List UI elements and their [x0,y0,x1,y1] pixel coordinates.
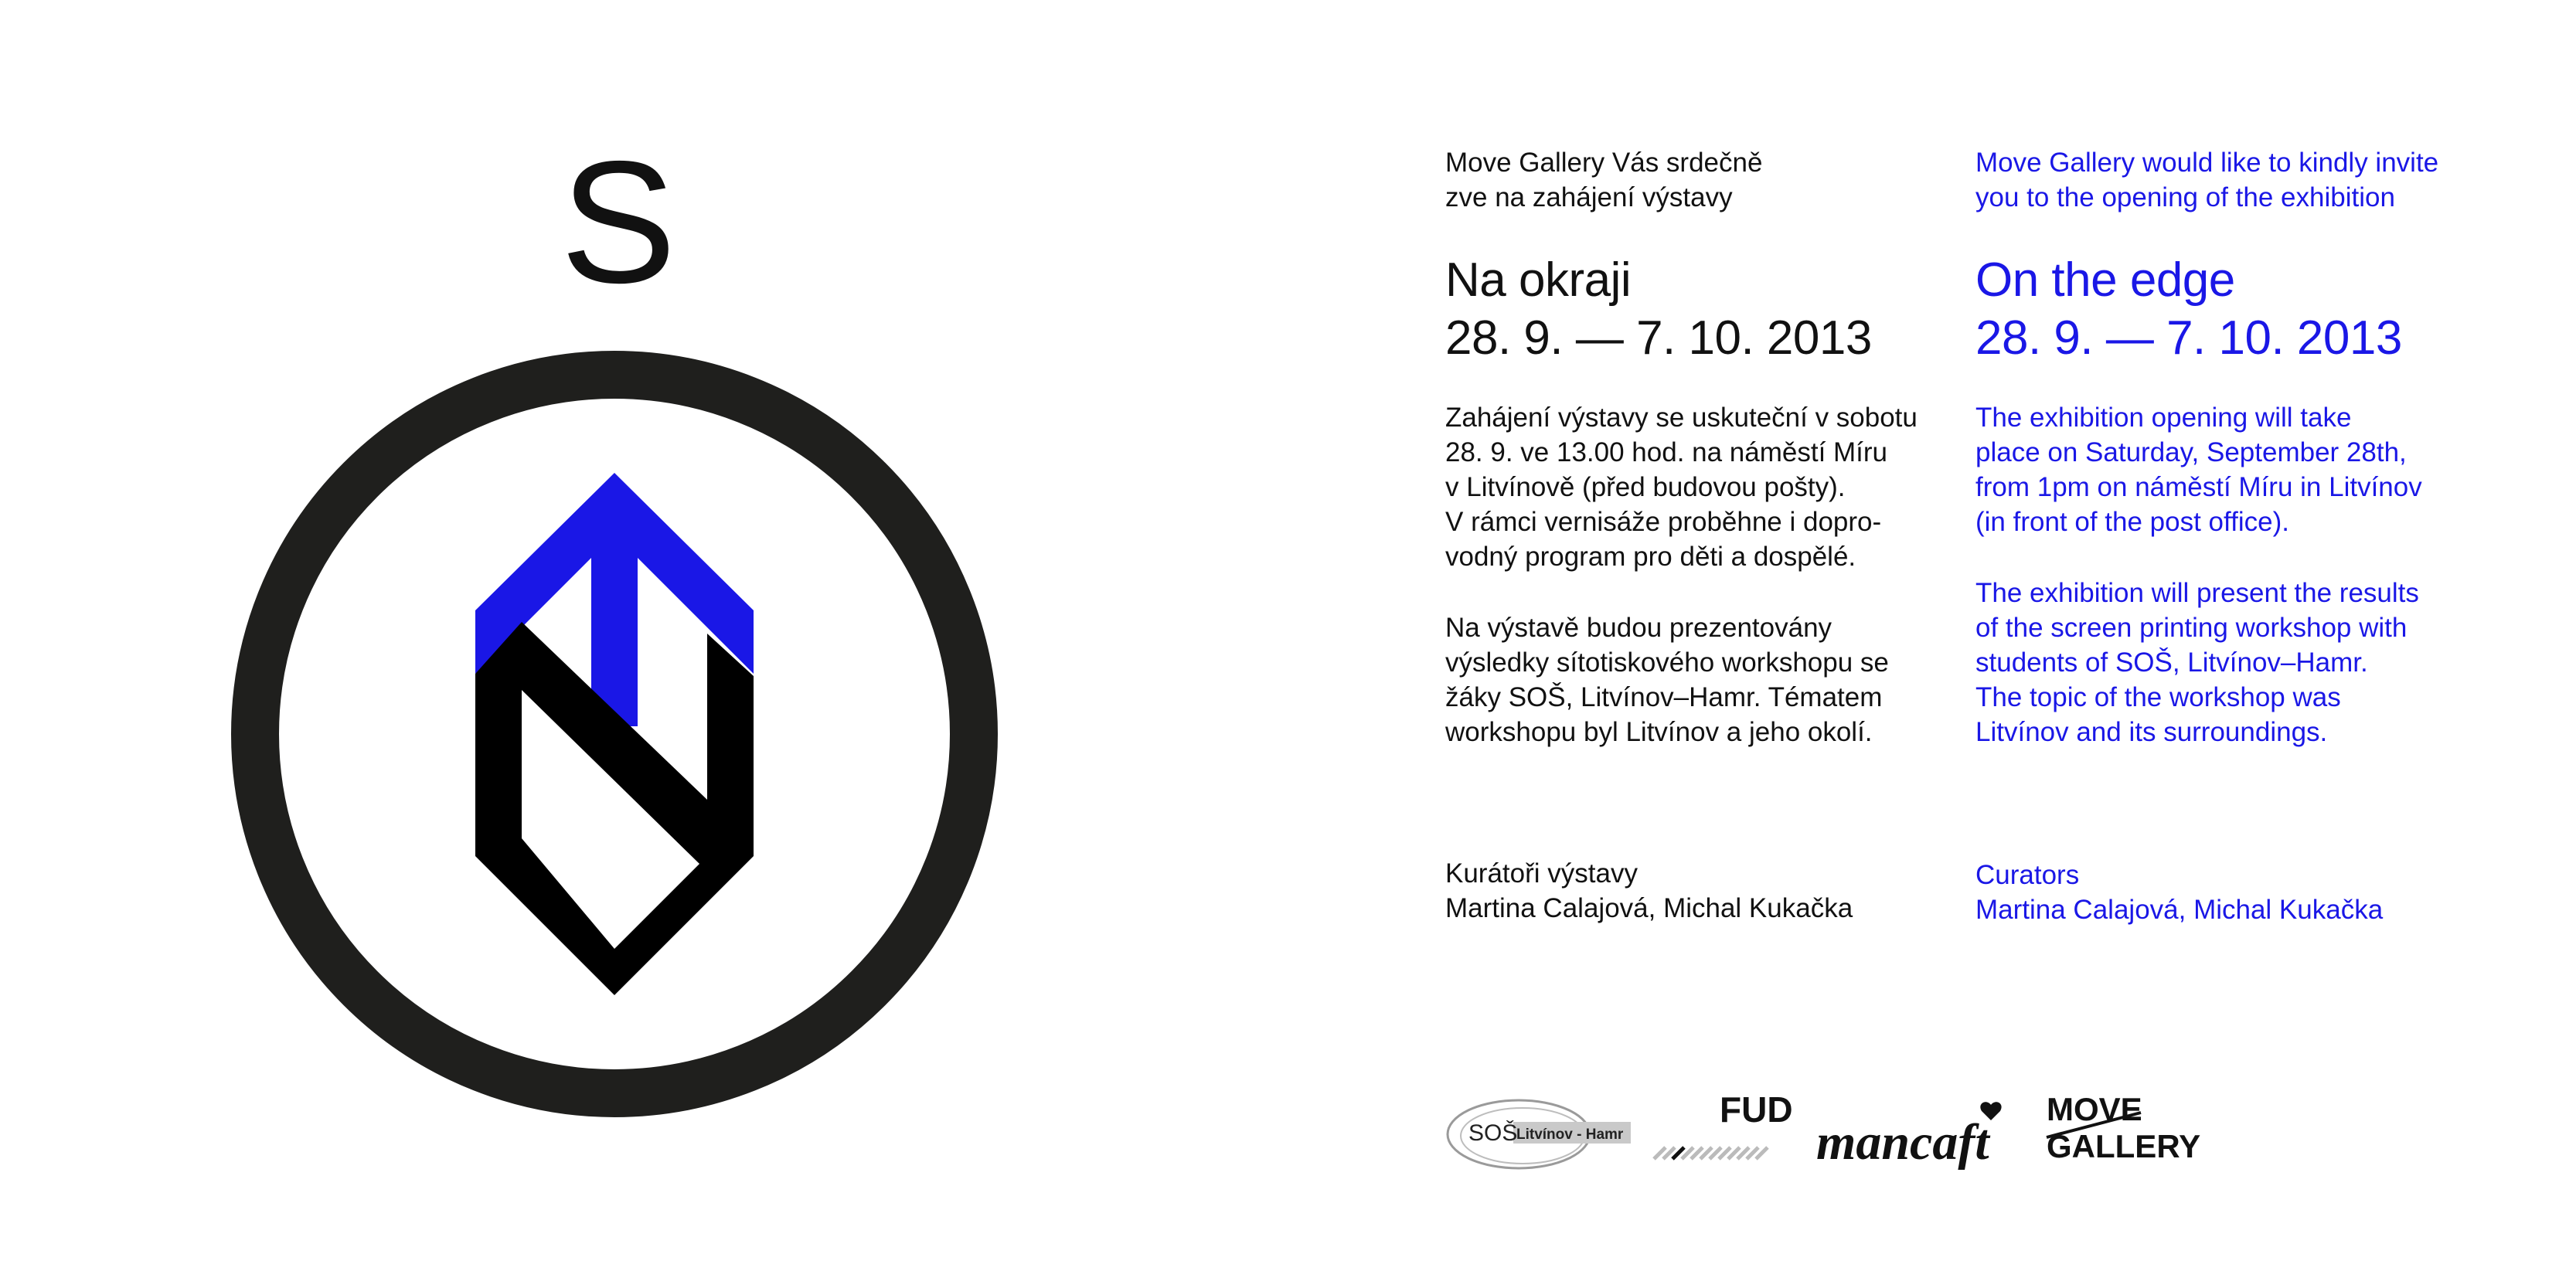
czech-intro-line-1: Move Gallery Vás srdečně [1445,148,1763,178]
czech-title-block: Na okraji 28. 9. — 7. 10. 2013 [1445,251,1948,367]
czech-dates: 28. 9. — 7. 10. 2013 [1445,311,1872,365]
czech-intro-line-2: zve na zahájení výstavy [1445,182,1733,212]
partner-logos: SOŠ Litvínov - Hamr FUD mancaft MOVE GAL… [1446,1089,2200,1171]
czech-curators: Kurátoři výstavy Martina Calajová, Micha… [1445,856,1948,926]
english-dates: 28. 9. — 7. 10. 2013 [1975,311,2402,365]
move-gallery-logo: MOVE GALLERY [2046,1091,2200,1164]
english-curators: Curators Martina Calajová, Michal Kukačk… [1975,858,2478,927]
mancaft-logo: mancaft [1816,1102,2002,1171]
fud-logo-text: FUD [1720,1089,1793,1130]
english-intro-line-2: you to the opening of the exhibition [1975,182,2395,212]
english-intro-line-1: Move Gallery would like to kindly invite [1975,148,2439,178]
english-curators-names: Martina Calajová, Michal Kukačka [1975,895,2384,925]
english-paragraph-1: The exhibition opening will take place o… [1975,403,2422,537]
czech-curators-names: Martina Calajová, Michal Kukačka [1445,893,1853,923]
czech-title: Na okraji [1445,253,1632,307]
emblem-letter: S [560,124,676,319]
czech-column: Move Gallery Vás srdečně zve na zahájení… [1445,145,1948,215]
english-column: Move Gallery would like to kindly invite… [1975,145,2478,215]
czech-paragraph-1: Zahájení výstavy se uskuteční v sobotu 2… [1445,403,1918,572]
sos-logo: SOŠ Litvínov - Hamr [1446,1099,1631,1170]
english-title: On the edge [1975,253,2235,307]
mancaft-logo-text: mancaft [1816,1114,1990,1171]
english-title-block: On the edge 28. 9. — 7. 10. 2013 [1975,251,2478,367]
fud-logo: FUD [1652,1089,1793,1161]
emblem-ring [231,351,998,1117]
emblem-blue-stem [591,502,638,726]
czech-paragraph-2: Na výstavě budou prezentovány výsledky s… [1445,613,1889,747]
gallery-logo-text: GALLERY [2047,1128,2200,1164]
move-logo-text: MOVE [2047,1091,2142,1127]
sos-logo-main: SOŠ [1468,1120,1517,1146]
emblem-black-hole [522,690,699,949]
english-paragraph-2: The exhibition will present the results … [1975,578,2419,747]
english-curators-label: Curators [1975,860,2080,890]
heart-icon [1980,1102,2002,1120]
exhibition-emblem: S [231,124,998,1117]
sos-logo-sub: Litvínov - Hamr [1516,1127,1624,1143]
czech-curators-label: Kurátoři výstavy [1445,858,1638,889]
